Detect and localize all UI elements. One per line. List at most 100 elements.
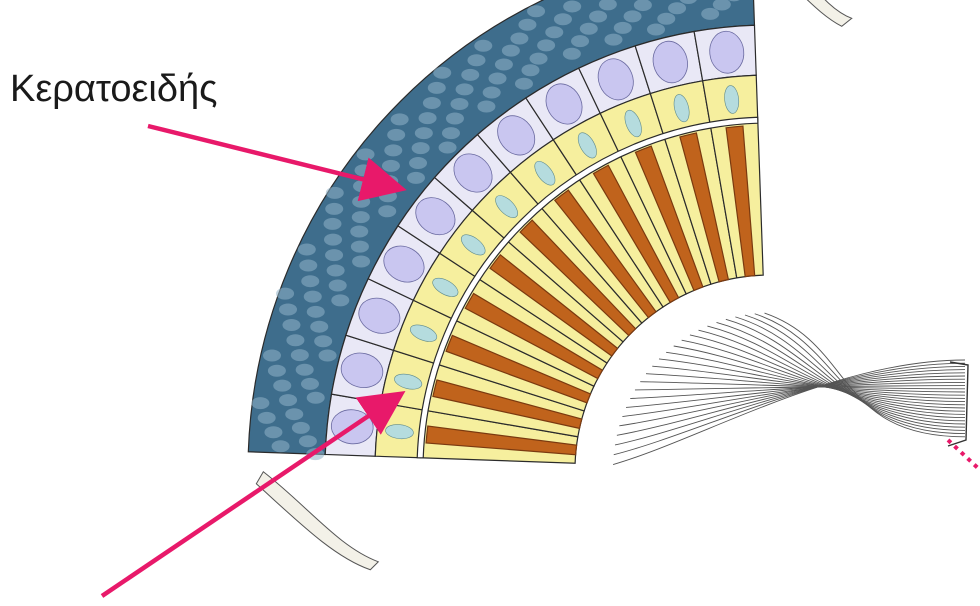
cornea-cell bbox=[589, 11, 607, 23]
cornea-cell bbox=[324, 234, 342, 246]
cornea-cell bbox=[272, 440, 290, 452]
nerve-fiber bbox=[674, 346, 965, 405]
nerve-fiber bbox=[615, 366, 965, 445]
cornea-cell bbox=[580, 23, 598, 35]
cornea-cell bbox=[412, 142, 430, 154]
cornea-cell bbox=[326, 187, 344, 199]
cornea-cell bbox=[604, 34, 622, 46]
cornea-cell bbox=[355, 164, 373, 176]
cornea-cell bbox=[474, 40, 492, 52]
cornea-cell bbox=[391, 113, 409, 125]
membrane-flap-top bbox=[747, 0, 852, 26]
cornea-cell bbox=[467, 54, 485, 66]
cornea-cell bbox=[304, 291, 322, 303]
nerve-fiber bbox=[699, 330, 965, 414]
cornea-cell bbox=[384, 144, 402, 156]
cornea-cell bbox=[299, 259, 317, 271]
cornea-cell bbox=[495, 59, 513, 71]
cornea-cell bbox=[352, 196, 370, 208]
cornea-cell bbox=[310, 321, 328, 333]
cornea-cell bbox=[518, 19, 536, 31]
nerve-fiber bbox=[659, 359, 965, 398]
cornea-cell bbox=[350, 225, 368, 237]
cornea-cell bbox=[299, 435, 317, 447]
cornea-cell bbox=[351, 241, 369, 253]
cornea-cell bbox=[545, 26, 563, 38]
cornea-cell bbox=[433, 67, 451, 79]
cornea-cell bbox=[357, 148, 375, 160]
cornea-cell bbox=[387, 129, 405, 141]
cornea-cell bbox=[325, 203, 343, 215]
cornea-cell bbox=[307, 392, 325, 404]
cornea-cell bbox=[251, 397, 269, 409]
cornea-cell bbox=[624, 10, 642, 22]
cornea-cell bbox=[325, 249, 343, 261]
cornea-cell bbox=[477, 101, 495, 113]
cornea-cell bbox=[301, 275, 319, 287]
cornea-cell bbox=[352, 211, 370, 223]
membrane-flap-bottom bbox=[256, 472, 378, 570]
cornea-cell bbox=[314, 335, 332, 347]
cornea-cell bbox=[352, 255, 370, 267]
cornea-cell bbox=[279, 303, 297, 315]
nerve-fiber bbox=[726, 319, 965, 424]
cornea-cell bbox=[530, 53, 548, 65]
cornea-cell bbox=[571, 35, 589, 47]
cornea-cell bbox=[450, 98, 468, 110]
cornea-cell bbox=[291, 349, 309, 361]
cornea-cell bbox=[268, 365, 286, 377]
cornea-cell bbox=[563, 48, 581, 60]
cornea-cell bbox=[415, 127, 433, 139]
cornea-cell bbox=[647, 24, 665, 36]
cornea-cell bbox=[379, 190, 397, 202]
cornea-label: Κερατοειδής bbox=[10, 68, 217, 111]
cornea-cell bbox=[273, 380, 291, 392]
cornea-cell bbox=[296, 364, 314, 376]
cornea-cell bbox=[319, 350, 337, 362]
cornea-cell bbox=[292, 422, 310, 434]
cornea-cell bbox=[483, 87, 501, 99]
cornea-cell bbox=[428, 82, 446, 94]
cornea-cell bbox=[614, 22, 632, 34]
cornea-cell bbox=[263, 350, 281, 362]
cornea-cell bbox=[323, 218, 341, 230]
cornea-cell bbox=[510, 32, 528, 44]
cornea-cell bbox=[489, 72, 507, 84]
cornea-cell bbox=[327, 264, 345, 276]
cornea-cell bbox=[329, 280, 347, 292]
cornea-cell bbox=[285, 408, 303, 420]
cornea-cell bbox=[258, 412, 276, 424]
cornea-cell bbox=[537, 39, 555, 51]
cornea-cell bbox=[446, 113, 464, 125]
cornea-cell bbox=[515, 78, 533, 90]
cornea-cell bbox=[279, 394, 297, 406]
nerve-fiber bbox=[717, 322, 965, 420]
cornea-cell bbox=[307, 306, 325, 318]
nerve-fiber bbox=[735, 317, 965, 427]
cornea-cell bbox=[298, 244, 316, 256]
nerve-fiber bbox=[613, 360, 965, 465]
cornea-cell bbox=[282, 319, 300, 331]
ommatidia-sector bbox=[248, 0, 763, 463]
cornea-cell bbox=[502, 45, 520, 57]
cornea-cell bbox=[439, 142, 457, 154]
cornea-cell bbox=[521, 64, 539, 76]
cornea-cell bbox=[701, 8, 719, 20]
cornea-cell bbox=[378, 205, 396, 217]
cornea-cell bbox=[461, 69, 479, 81]
cornea-cell bbox=[527, 5, 545, 17]
cornea-cell bbox=[668, 2, 686, 14]
cornea-cell bbox=[331, 294, 349, 306]
cornea-cell bbox=[286, 334, 304, 346]
cornea-cell bbox=[657, 13, 675, 25]
cornea-cell bbox=[419, 112, 437, 124]
cornea-cell bbox=[563, 0, 581, 12]
cornea-cell bbox=[409, 157, 427, 169]
cornea-cell bbox=[301, 378, 319, 390]
nerve-fiber-bundle bbox=[613, 313, 980, 470]
cornea-cell bbox=[264, 426, 282, 438]
cornea-cell bbox=[407, 172, 425, 184]
cornea-cell bbox=[423, 97, 441, 109]
cornea-cell bbox=[554, 13, 572, 25]
